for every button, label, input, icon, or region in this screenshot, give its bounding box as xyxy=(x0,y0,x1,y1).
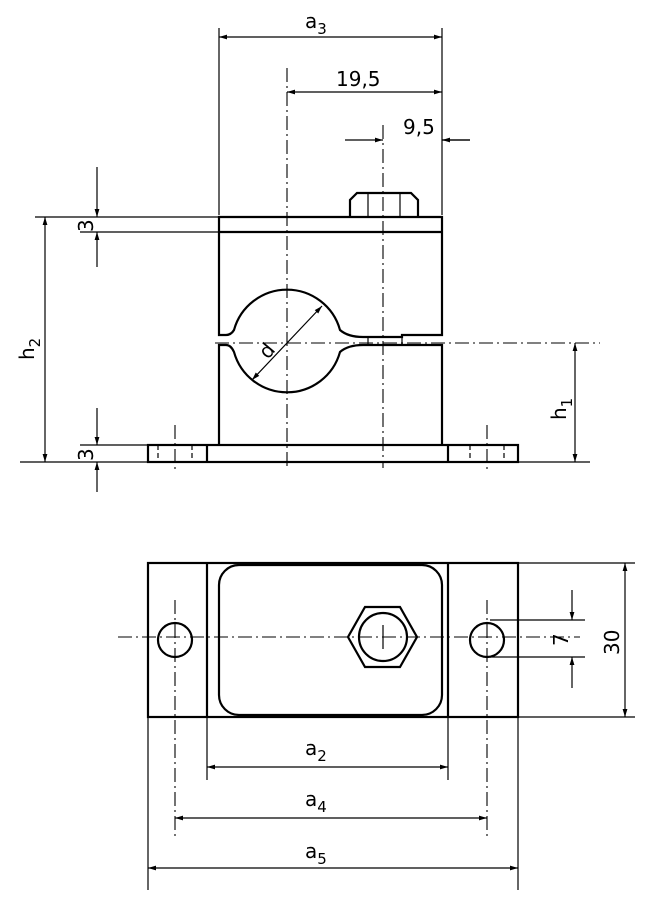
mounting-hole-left xyxy=(156,621,194,659)
hex-nut xyxy=(348,191,420,217)
a3-label: a3 xyxy=(305,9,327,38)
h1-label: h1 xyxy=(547,398,576,420)
diameter-label: d xyxy=(253,338,280,363)
a4-label: a4 xyxy=(305,787,327,816)
19-5-label: 19,5 xyxy=(336,67,381,91)
3-bottom-label: 3 xyxy=(74,448,98,461)
h2-label: h2 xyxy=(15,338,44,360)
7-label: 7 xyxy=(549,633,573,646)
lower-clamp-body xyxy=(217,343,444,445)
base-plate xyxy=(146,443,520,464)
mounting-hole-right xyxy=(468,621,506,659)
base-plate-top xyxy=(146,561,520,719)
hex-nut-top xyxy=(346,605,419,669)
a5-label: a5 xyxy=(305,839,327,868)
upper-clamp-body xyxy=(217,215,444,339)
diameter-line xyxy=(251,305,323,381)
a2-label: a2 xyxy=(305,736,327,765)
9-5-label: 9,5 xyxy=(403,115,435,139)
30-label: 30 xyxy=(600,630,624,655)
top-view: 7 30 a2 a4 a5 xyxy=(118,561,635,890)
clamp-body-top xyxy=(217,563,444,717)
front-view: a3 19,5 9,5 d xyxy=(15,9,600,492)
3-top-label: 3 xyxy=(74,219,98,232)
